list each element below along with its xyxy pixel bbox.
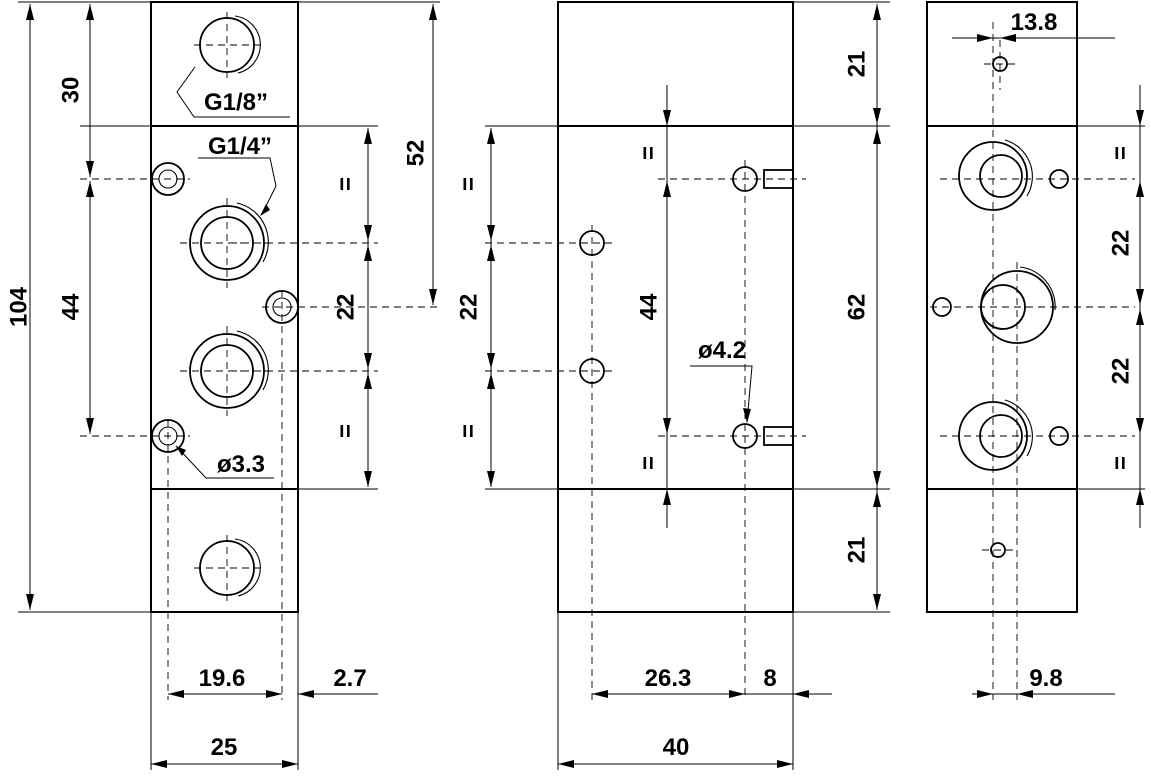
dim-port-spacing-upper: 22 — [1107, 230, 1134, 257]
dim-equal-c: = — [635, 146, 662, 160]
right-view: 13.8 = 22 22 = 9.8 — [926, 1, 1145, 700]
dim-center-to-top: 52 — [402, 140, 429, 167]
dim-bottom-offset: 9.8 — [1029, 665, 1062, 692]
dim-width: 25 — [211, 734, 238, 761]
dim-top-block: 30 — [57, 77, 84, 104]
dim-hole-offset: 26.3 — [645, 665, 692, 692]
right-hole-bottom — [990, 542, 1006, 558]
dim-equal-lower-right: = — [1107, 456, 1134, 470]
middle-view-outline — [557, 1, 794, 613]
dim-center-height: 62 — [843, 294, 870, 321]
left-view: 104 30 44 52 = 22 = 19.6 2.7 — [5, 1, 440, 770]
dim-offset: 2.7 — [333, 665, 366, 692]
dim-equal-upper-right: = — [1107, 146, 1134, 160]
dim-width-middle: 40 — [663, 734, 690, 761]
dim-equal-lower: = — [332, 424, 359, 438]
dim-top-block-middle: 21 — [843, 51, 870, 78]
dim-hole-edge: 8 — [763, 665, 776, 692]
dim-port-spacing-middle: 22 — [455, 294, 482, 321]
dim-hole-spacing: 44 — [635, 293, 662, 320]
middle-view: = 22 = = 44 = 21 62 21 ø4.2 26.3 8 — [455, 1, 890, 770]
dim-total-height: 104 — [5, 286, 32, 327]
callout-thread-small: G1/8” — [204, 89, 268, 116]
dim-port-spacing-lower: 22 — [1107, 358, 1134, 385]
dim-equal-b: = — [455, 424, 482, 438]
dim-equal-a: = — [455, 177, 482, 191]
callout-hole-dia-middle: ø4.2 — [698, 337, 746, 364]
dim-equal-d: = — [635, 456, 662, 470]
dim-equal-upper: = — [332, 177, 359, 191]
callout-hole-dia: ø3.3 — [217, 451, 265, 478]
dim-width-holes: 19.6 — [199, 665, 246, 692]
dim-mount-spacing: 44 — [57, 293, 84, 320]
dim-port-spacing: 22 — [332, 294, 359, 321]
left-top-port-thread — [234, 15, 261, 74]
callout-thread-large: G1/4” — [208, 133, 272, 160]
dim-top-offset: 13.8 — [1011, 9, 1058, 36]
dim-bottom-block: 21 — [843, 537, 870, 564]
